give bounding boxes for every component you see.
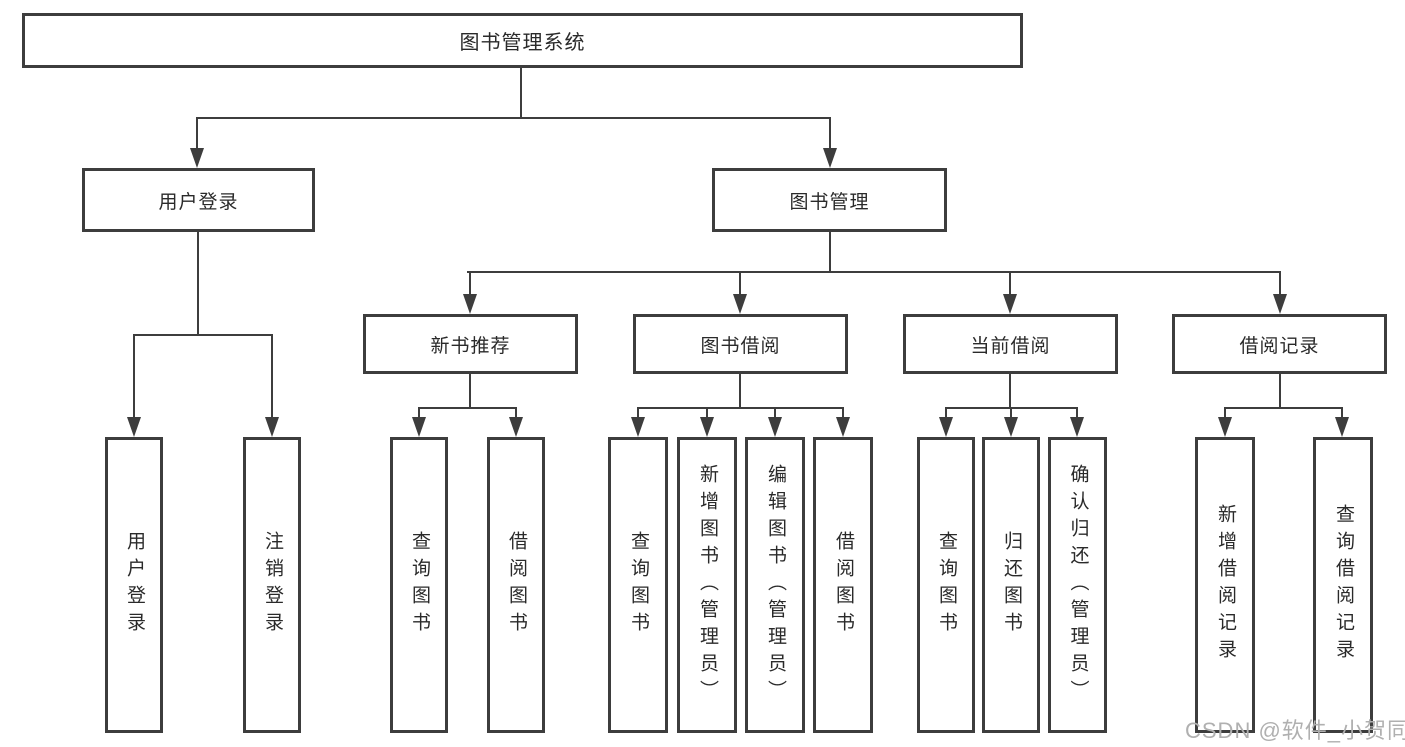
arrow-down-icon: [1335, 417, 1349, 437]
connector-line: [1076, 407, 1078, 421]
arrow-down-icon: [412, 417, 426, 437]
arrow-down-icon: [1070, 417, 1084, 437]
connector-line: [1224, 407, 1343, 409]
connector-line: [1009, 271, 1011, 296]
arrow-down-icon: [1273, 294, 1287, 314]
connector-line: [842, 407, 844, 421]
connector-line: [515, 407, 517, 421]
connector-line: [637, 407, 844, 409]
connector-line: [829, 232, 831, 272]
connector-line: [197, 117, 831, 119]
node-book-management: 图书管理: [712, 168, 947, 232]
connector-line: [1224, 407, 1226, 421]
node-borrowing-records: 借阅记录: [1172, 314, 1387, 374]
connector-line: [739, 374, 741, 408]
arrow-down-icon: [823, 148, 837, 168]
arrow-down-icon: [127, 417, 141, 437]
leaf-logout-login: 注销登录: [243, 437, 301, 733]
connector-line: [706, 407, 708, 421]
connector-line: [469, 374, 471, 408]
leaf-query-books-recommend: 查询图书: [390, 437, 448, 733]
node-book-borrowing: 图书借阅: [633, 314, 848, 374]
arrow-down-icon: [768, 417, 782, 437]
leaf-query-books-borrowing: 查询图书: [608, 437, 668, 733]
connector-line: [520, 68, 522, 118]
leaf-borrow-books-recommend: 借阅图书: [487, 437, 545, 733]
arrow-down-icon: [190, 148, 204, 168]
arrow-down-icon: [1004, 417, 1018, 437]
arrow-down-icon: [1003, 294, 1017, 314]
connector-line: [418, 407, 420, 421]
connector-line: [637, 407, 639, 421]
arrow-down-icon: [939, 417, 953, 437]
node-root: 图书管理系统: [22, 13, 1023, 68]
connector-line: [1279, 271, 1281, 296]
connector-line: [945, 407, 947, 421]
csdn-watermark: CSDN @软件_小贺同学: [1185, 718, 1405, 743]
arrow-down-icon: [700, 417, 714, 437]
leaf-user-login: 用户登录: [105, 437, 163, 733]
leaf-borrow-books-borrowing: 借阅图书: [813, 437, 873, 733]
node-new-book-recommend: 新书推荐: [363, 314, 578, 374]
connector-line: [418, 407, 517, 409]
connector-line: [1009, 374, 1011, 408]
connector-line: [1010, 407, 1012, 421]
connector-line: [133, 334, 135, 419]
connector-line: [739, 271, 741, 296]
connector-line: [829, 117, 831, 150]
arrow-down-icon: [463, 294, 477, 314]
leaf-edit-books-admin: 编辑图书（管理员）: [745, 437, 805, 733]
arrow-down-icon: [265, 417, 279, 437]
arrow-down-icon: [836, 417, 850, 437]
arrow-down-icon: [509, 417, 523, 437]
connector-line: [133, 334, 273, 336]
connector-line: [1341, 407, 1343, 421]
node-user-login: 用户登录: [82, 168, 315, 232]
connector-line: [271, 334, 273, 419]
leaf-query-borrow-record: 查询借阅记录: [1313, 437, 1373, 733]
node-current-borrowing: 当前借阅: [903, 314, 1118, 374]
arrow-down-icon: [733, 294, 747, 314]
leaf-query-books-current: 查询图书: [917, 437, 975, 733]
leaf-add-borrow-record: 新增借阅记录: [1195, 437, 1255, 733]
connector-line: [469, 271, 471, 296]
connector-line: [467, 271, 1281, 273]
leaf-add-books-admin: 新增图书（管理员）: [677, 437, 737, 733]
connector-line: [197, 232, 199, 335]
arrow-down-icon: [631, 417, 645, 437]
connector-line: [774, 407, 776, 421]
leaf-confirm-return-admin: 确认归还（管理员）: [1048, 437, 1107, 733]
connector-line: [196, 117, 198, 150]
leaf-return-books: 归还图书: [982, 437, 1040, 733]
connector-line: [1279, 374, 1281, 408]
arrow-down-icon: [1218, 417, 1232, 437]
